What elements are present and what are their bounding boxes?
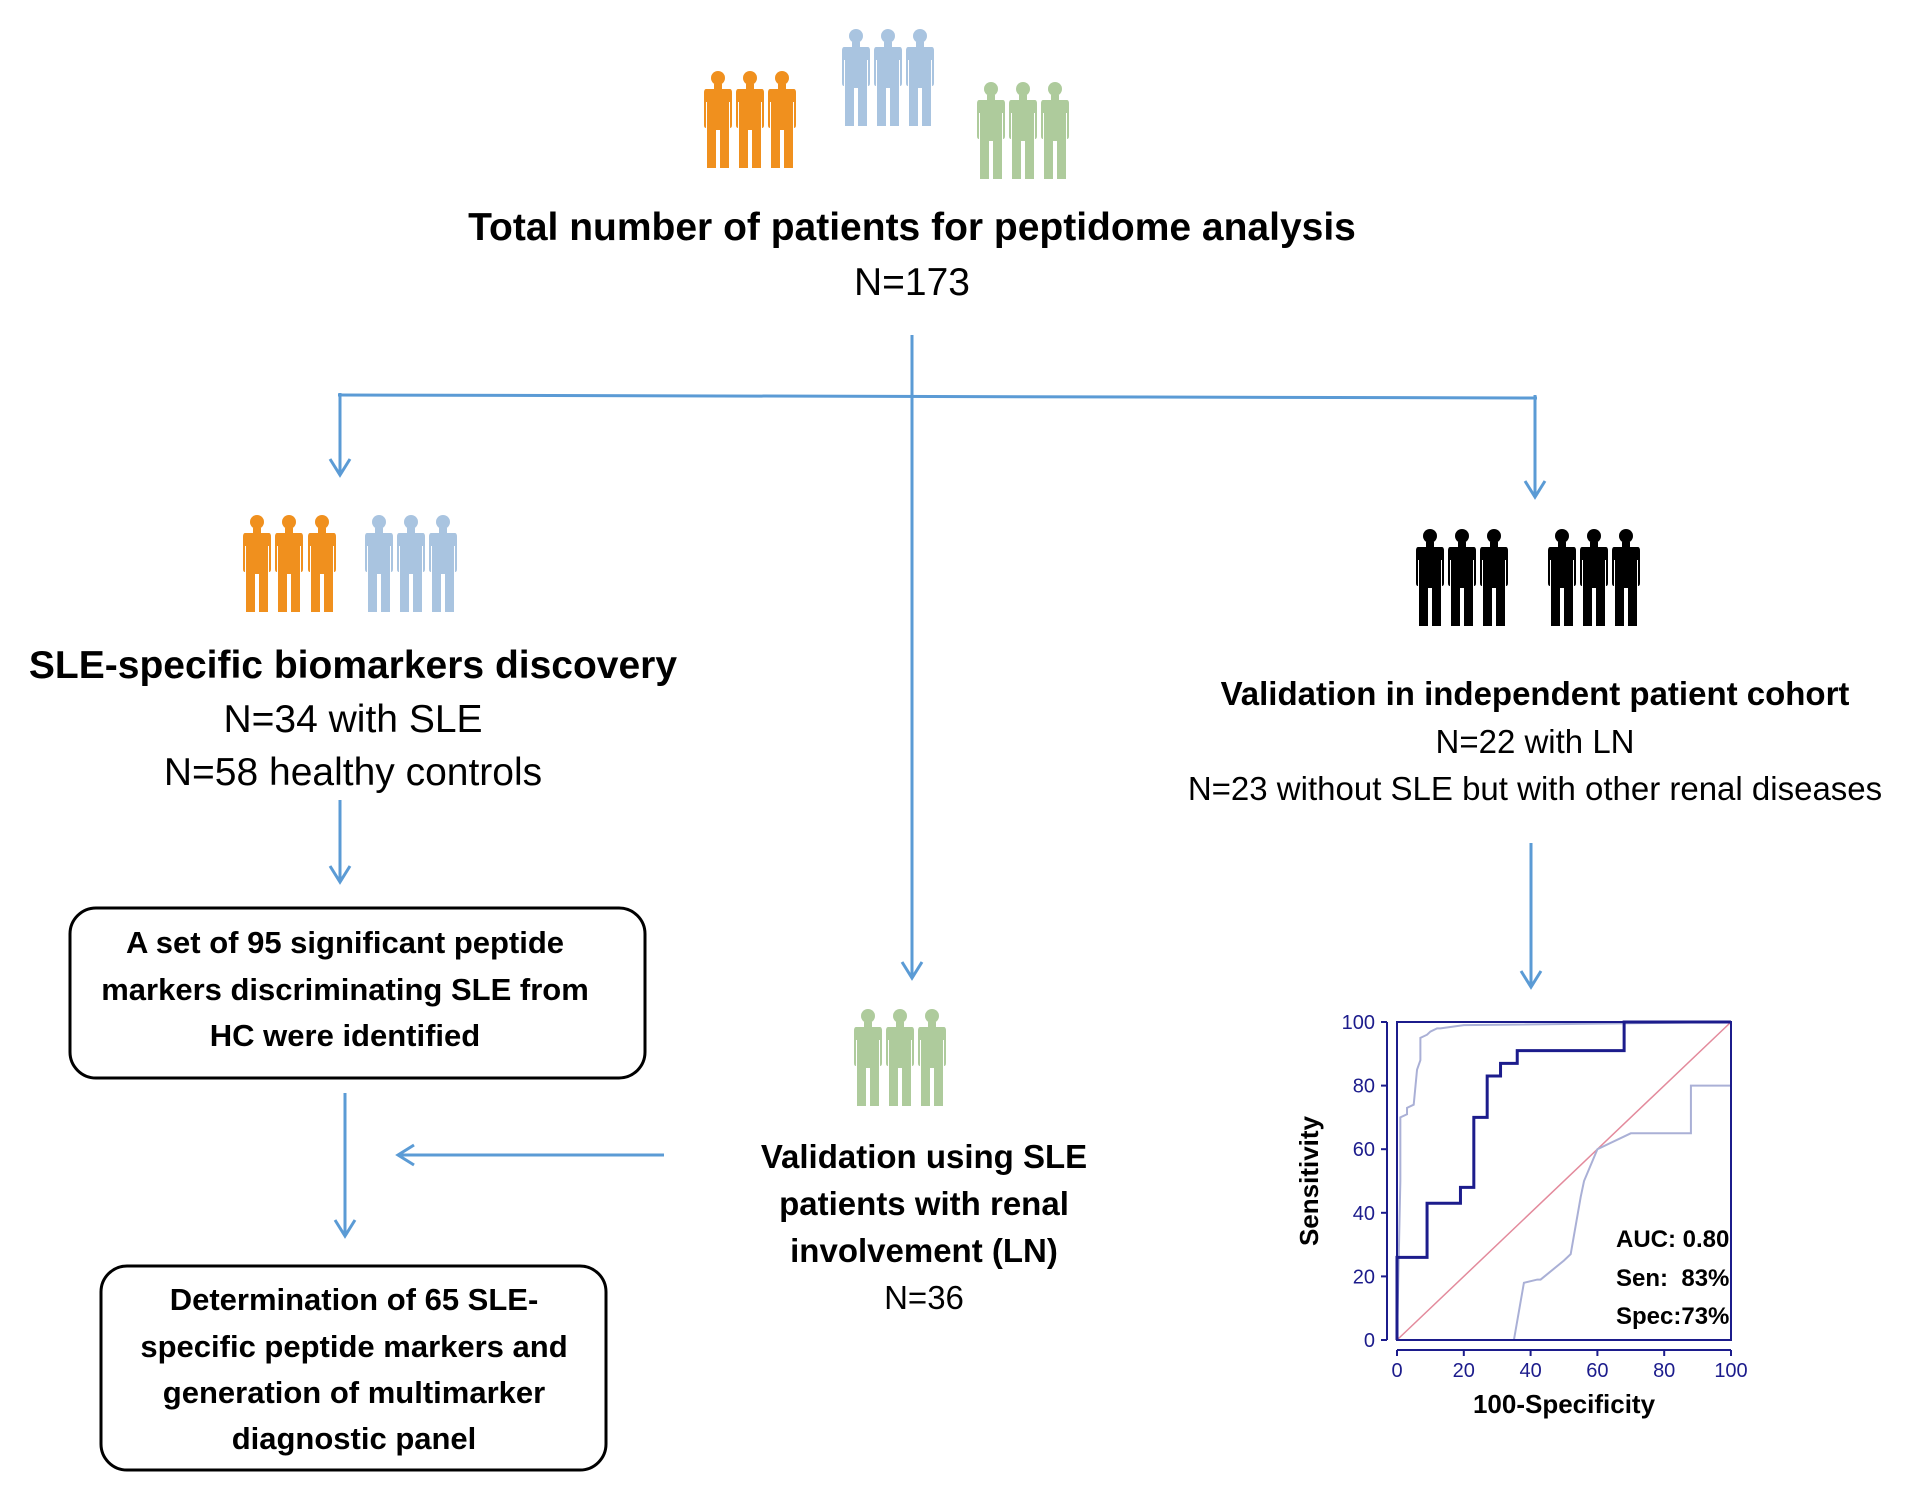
arrow-head [1523,480,1547,500]
roc-ci-upper-curve [1396,1021,1732,1341]
arrow-head [900,961,924,981]
person-icon [977,82,1005,179]
person-icon [768,71,796,168]
people-sle-discovery [243,515,336,612]
person-icon [429,515,457,612]
roc-y-tick-label: 0 [1364,1330,1375,1352]
person-icon [243,515,271,612]
panel-box [99,1264,608,1472]
discovery-sle-count: N=34 with SLE [223,698,482,741]
roc-tick-labels: 0 20 40 60 80 100 0 20 40 60 80 100 [1342,1012,1748,1382]
person-icon [854,1009,882,1106]
people-validation-b [1548,529,1640,626]
person-icon [1416,529,1444,626]
roc-x-tick-label: 20 [1453,1360,1475,1382]
arrow-head [395,1143,415,1167]
markers-box-line2: markers discriminating SLE from [101,972,589,1007]
person-icon [736,71,764,168]
person-icon [365,515,393,612]
ln-validation-count: N=36 [884,1279,964,1316]
validation-cohort-other-count: N=23 without SLE but with other renal di… [1188,770,1882,807]
roc-y-tick-label: 40 [1353,1203,1375,1225]
panel-box-line3: generation of multimarker [163,1375,545,1410]
person-icon [397,515,425,612]
roc-y-tick-label: 80 [1353,1076,1375,1098]
person-icon [1612,529,1640,626]
person-icon [1480,529,1508,626]
connector-arrows [328,335,1547,1239]
validation-cohort-title: Validation in independent patient cohort [1221,675,1850,712]
people-ln-top [977,82,1069,179]
panel-box-line1: Determination of 65 SLE- [170,1282,539,1317]
roc-ci-lower-curve [1397,1022,1732,1341]
roc-x-tick-label: 60 [1586,1360,1608,1382]
person-icon [275,515,303,612]
roc-annotation-1: Sen: 83% [1616,1265,1729,1292]
person-icon [1580,529,1608,626]
roc-x-tick-label: 40 [1519,1360,1541,1382]
markers-box-line1: A set of 95 significant peptide [126,925,564,960]
people-validation-a [1416,529,1508,626]
roc-x-axis-label: 100-Specificity [1473,1389,1656,1419]
person-icon [1448,529,1476,626]
roc-axis-frame [1396,1021,1732,1341]
ln-validation-line1: Validation using SLE [761,1138,1087,1175]
roc-y-axis-label: Sensitivity [1294,1115,1324,1246]
roc-reference-diagonal [1396,1021,1732,1341]
person-icon [1009,82,1037,179]
arrow-head [1519,970,1543,990]
roc-annotation-2: Spec:73% [1616,1303,1729,1330]
roc-curve [1395,1020,1731,1340]
arrow-head [333,1219,357,1239]
validation-cohort-ln-count: N=22 with LN [1435,723,1634,760]
ln-validation-line2: patients with renal [779,1185,1069,1222]
people-hc-top [842,29,934,126]
person-icon [874,29,902,126]
discovery-title: SLE-specific biomarkers discovery [29,644,677,687]
person-icon [1548,529,1576,626]
markers-box [68,906,647,1080]
ln-validation-line3: involvement (LN) [790,1232,1058,1269]
roc-y-tick-label: 100 [1342,1012,1375,1034]
arrow-head [328,865,352,885]
roc-annotation-0: AUC: 0.80 [1616,1226,1729,1253]
panel-box-line4: diagnostic panel [232,1421,477,1456]
branch-line [337,393,1538,400]
person-icon [308,515,336,612]
person-icon [1041,82,1069,179]
people-sle-top [704,71,796,168]
roc-chart: 0 20 40 60 80 100 0 20 40 60 80 100 100-Specificity… [1294,1012,1748,1419]
roc-series-layer [1395,1020,1732,1341]
top-title: Total number of patients for peptidome a… [468,206,1356,249]
person-icon [918,1009,946,1106]
roc-x-tick-label: 100 [1714,1360,1747,1382]
person-icon [842,29,870,126]
top-count: N=173 [854,261,970,304]
people-hc-discovery [365,515,457,612]
roc-y-tick-label: 60 [1353,1139,1375,1161]
roc-axes [1381,1021,1732,1356]
roc-y-tick-label: 20 [1353,1266,1375,1288]
arrow-head [328,458,352,478]
roc-x-tick-label: 0 [1391,1360,1402,1382]
markers-box-line3: HC were identified [210,1018,480,1053]
panel-box-line2: specific peptide markers and [140,1329,567,1364]
person-icon [906,29,934,126]
person-icon [886,1009,914,1106]
discovery-hc-count: N=58 healthy controls [164,751,542,794]
people-ln-validation [854,1009,946,1106]
person-icon [704,71,732,168]
roc-x-tick-label: 80 [1653,1360,1675,1382]
